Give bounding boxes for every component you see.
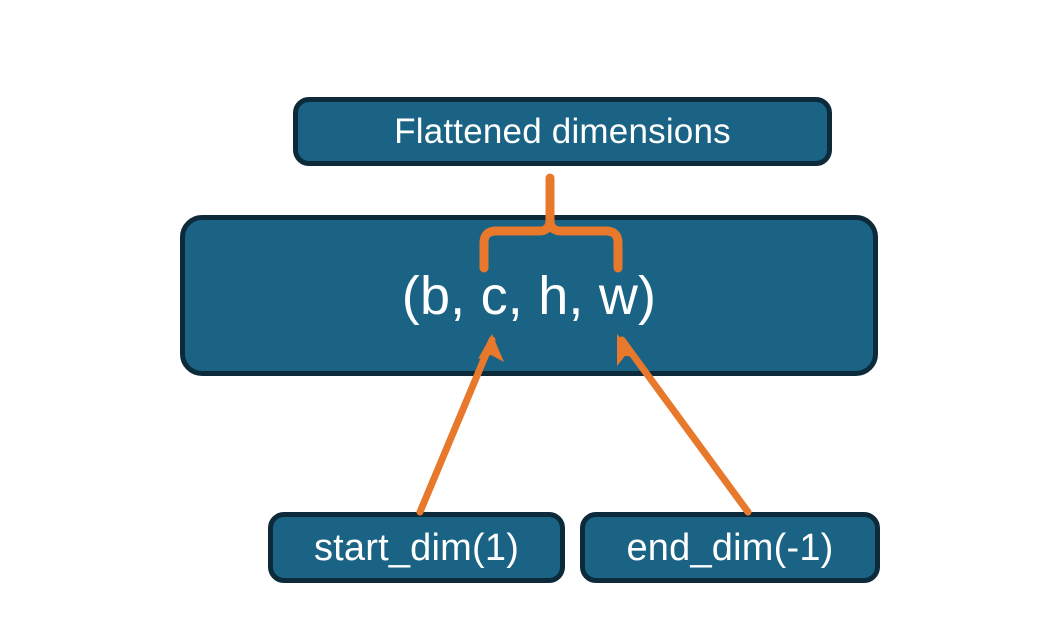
- node-start-dim-label: start_dim(1): [313, 526, 520, 569]
- node-end-dim[interactable]: end_dim(-1): [580, 512, 880, 583]
- node-start-dim[interactable]: start_dim(1): [268, 512, 565, 583]
- node-shape-tuple-label: (b, c, h, w): [401, 265, 657, 326]
- node-flattened-dimensions[interactable]: Flattened dimensions: [293, 97, 832, 166]
- node-end-dim-label: end_dim(-1): [626, 526, 834, 569]
- node-shape-tuple[interactable]: (b, c, h, w): [180, 215, 878, 376]
- node-flattened-dimensions-label: Flattened dimensions: [394, 112, 731, 151]
